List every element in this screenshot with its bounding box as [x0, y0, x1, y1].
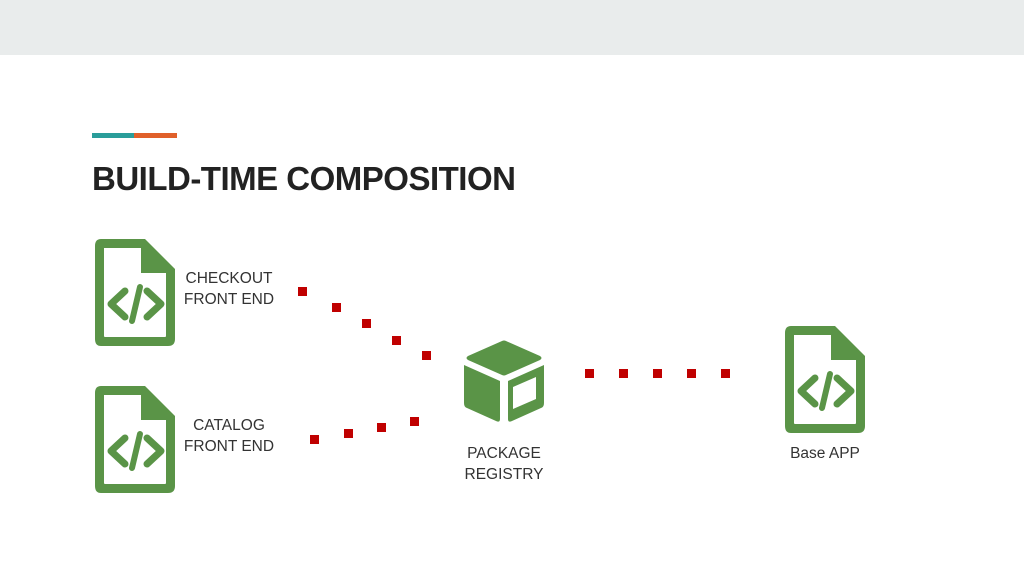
checkout-label-line2: FRONT END: [183, 291, 275, 308]
slide-title: BUILD-TIME COMPOSITION: [92, 160, 516, 197]
package-box-icon: [464, 340, 544, 422]
connector-checkout-to-registry: [298, 287, 431, 360]
code-file-icon: [785, 326, 865, 433]
catalog-label-line1: CATALOG: [193, 417, 265, 434]
registry-label-line1: PACKAGE: [467, 445, 541, 462]
base-app-label-line1: Base APP: [790, 445, 860, 462]
title-accent-bar: [92, 133, 177, 138]
accent-orange-segment: [134, 133, 177, 138]
accent-teal-segment: [92, 133, 134, 138]
registry-label: PACKAGE REGISTRY: [450, 443, 558, 485]
code-file-icon: [95, 239, 175, 346]
header-band: [0, 0, 1024, 55]
checkout-label-line1: CHECKOUT: [185, 270, 273, 287]
checkout-label: CHECKOUT FRONT END: [176, 268, 282, 310]
base-app-label: Base APP: [770, 443, 880, 464]
connector-catalog-to-registry: [310, 417, 419, 444]
code-file-icon: [95, 386, 175, 493]
connector-registry-to-base: [585, 369, 730, 378]
registry-label-line2: REGISTRY: [464, 466, 544, 483]
catalog-label: CATALOG FRONT END: [176, 415, 282, 457]
catalog-label-line2: FRONT END: [183, 438, 275, 455]
